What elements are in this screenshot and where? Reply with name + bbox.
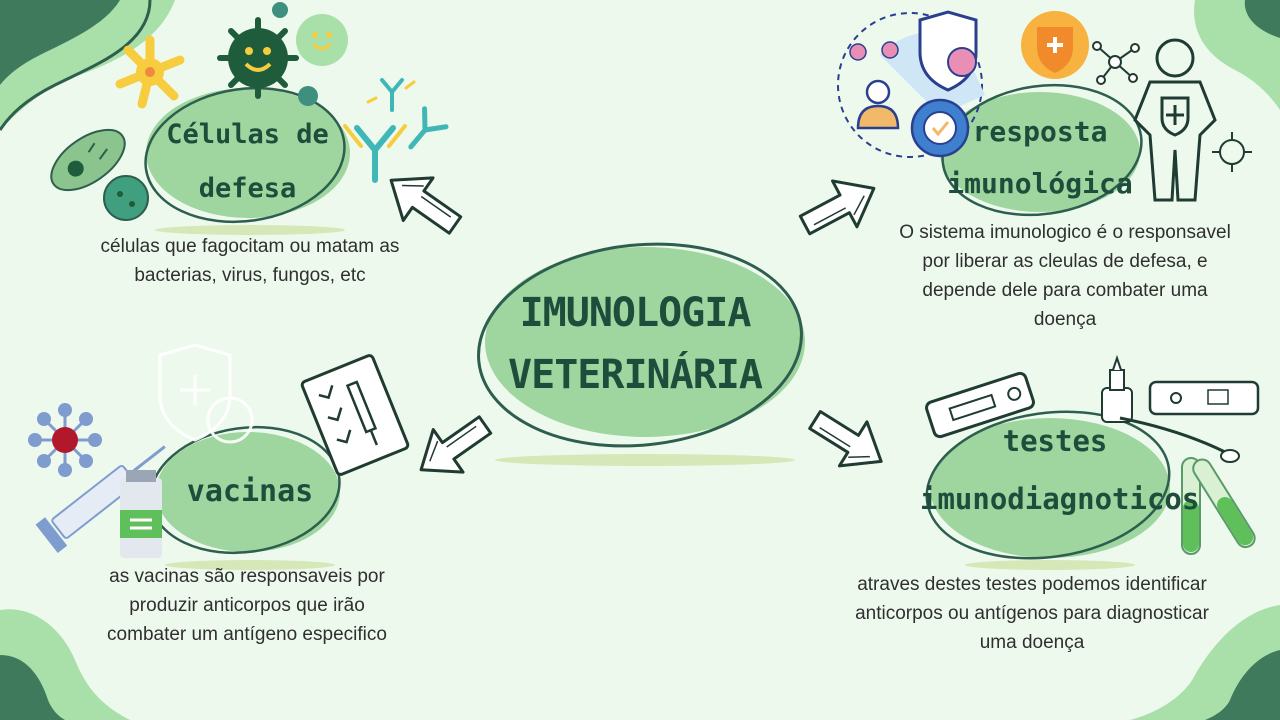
corner-swirl-bottom-right (1130, 605, 1280, 720)
small-virus-icon (296, 14, 348, 66)
virus-outline-icon (1212, 132, 1252, 172)
description-line: O sistema imunologico é o responsavel (899, 222, 1231, 243)
node-title-testes-line2: imunodiagnoticos (920, 482, 1200, 516)
antibody-icon (366, 78, 416, 112)
node-shape-testes (925, 410, 1171, 570)
tiny-virus-icon (298, 86, 318, 106)
arrow-to-testes (808, 410, 883, 468)
node-title-celulas-line2: defesa (198, 173, 297, 204)
dropper-bottle-icon (1101, 354, 1133, 423)
description-line: produzir anticorpos que irão (129, 595, 365, 616)
node-shape-vacinas (149, 425, 341, 570)
node-description-testes: atraves destes testes podemos identifica… (812, 570, 1252, 657)
center-title-line1: IMUNOLOGIA (519, 290, 752, 336)
antibody-icon (343, 124, 407, 183)
molecule-icon (28, 403, 102, 477)
star-virus-icon (115, 35, 185, 109)
shield-sun-icon (1021, 11, 1089, 79)
node-title-resposta-line1: resposta (972, 115, 1108, 148)
node-description-resposta: O sistema imunologico é o responsavel po… (868, 218, 1262, 334)
node-title-vacinas: vacinas (175, 470, 325, 514)
corner-swirl-top-left (0, 0, 175, 131)
bacteria-icon (50, 128, 126, 192)
shield-virus-icon (918, 10, 978, 92)
node-title-testes: testes imunodiagnoticos (920, 412, 1200, 528)
node-title-resposta: resposta imunológica (945, 106, 1135, 210)
test-cassette-icon (1148, 380, 1260, 416)
node-shape-resposta (940, 83, 1143, 217)
virus-icon (217, 17, 299, 99)
center-node-shape (477, 242, 805, 466)
vaccination-card-icon (300, 354, 410, 476)
rapid-test-icon (925, 371, 1035, 439)
description-line: combater um antígeno especifico (107, 624, 387, 645)
node-title-resposta-line2: imunológica (947, 167, 1133, 200)
arrow-to-celulas (389, 176, 463, 235)
vaccine-bottle-icon (120, 470, 162, 558)
shield-watermark-icon (158, 343, 254, 444)
description-line: uma doença (979, 632, 1085, 653)
description-line: células que fagocitam ou matam as (100, 236, 400, 257)
node-shape-celulas (144, 86, 350, 235)
description-line: por liberar as cleulas de defesa, e (922, 251, 1208, 272)
node-title-celulas-line1: Células de (166, 119, 329, 150)
swab-icon (1119, 416, 1240, 463)
corner-swirl-top-right (1194, 0, 1280, 110)
molecule-icon (1092, 41, 1140, 85)
node-title-testes-line1: testes (1002, 424, 1108, 458)
center-title: IMUNOLOGIA VETERINÁRIA (490, 282, 780, 406)
node-description-celulas: células que fagocitam ou matam as bacter… (50, 232, 450, 290)
corner-swirl-bottom-left (0, 609, 130, 720)
description-line: anticorpos ou antígenos para diagnostica… (855, 603, 1209, 624)
round-bacteria-icon (103, 175, 149, 221)
tiny-virus-icon (272, 2, 288, 18)
virus-icon (881, 41, 899, 59)
description-line: bacterias, virus, fungos, etc (134, 265, 366, 286)
arrow-to-vacinas (419, 415, 493, 474)
node-title-vacinas-line1: vacinas (186, 474, 314, 509)
syringe-icon (35, 445, 166, 554)
antibody-icon (408, 106, 449, 150)
immune-response-illustration (837, 10, 985, 158)
description-line: depende dele para combater uma (922, 280, 1208, 301)
node-title-celulas: Células de defesa (155, 108, 340, 216)
node-description-vacinas: as vacinas são responsaveis por produzir… (62, 562, 432, 649)
human-shield-icon (1133, 38, 1217, 202)
gear-check-icon (910, 98, 970, 158)
arrow-to-resposta (798, 179, 876, 236)
center-title-line2: VETERINÁRIA (508, 352, 763, 398)
virus-icon (849, 43, 867, 61)
description-line: doença (1033, 309, 1097, 330)
description-line: as vacinas são responsaveis por (109, 566, 385, 587)
test-tube-icon (1181, 457, 1256, 555)
description-line: atraves destes testes podemos identifica… (857, 574, 1207, 595)
person-icon (856, 79, 900, 130)
